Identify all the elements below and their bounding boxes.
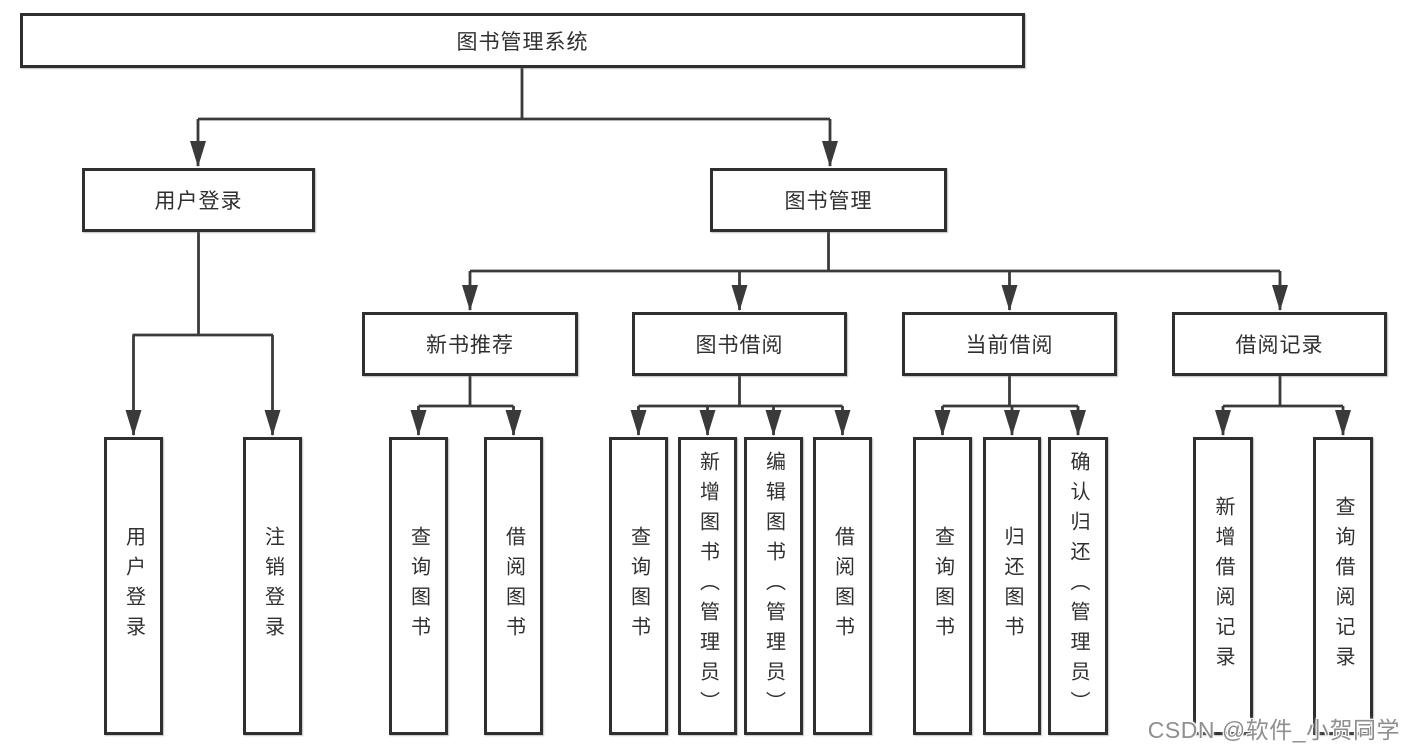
- leaf-nbr-query-books: 查询图书: [389, 437, 448, 735]
- node-book-borrowing: 图书借阅: [632, 312, 847, 376]
- leaf-br-query-borrow-record-label: 查询借阅记录: [1332, 496, 1354, 676]
- csdn-watermark: CSDN @软件_小贺同学: [1147, 717, 1400, 743]
- node-book-management-label: 图书管理: [784, 190, 873, 213]
- node-user-login-label: 用户登录: [154, 190, 243, 213]
- leaf-bb-edit-book-admin: 编辑图书（管理员）: [744, 437, 803, 735]
- leaf-user-login: 用户登录: [104, 437, 163, 735]
- leaf-bb-query-books-label: 查询图书: [627, 526, 650, 646]
- leaf-bb-add-book-admin: 新增图书（管理员）: [678, 437, 737, 735]
- leaf-bb-borrow-books: 借阅图书: [813, 437, 872, 735]
- node-book-management: 图书管理: [710, 168, 947, 232]
- leaf-br-add-borrow-record: 新增借阅记录: [1193, 437, 1253, 735]
- leaf-bb-edit-book-admin-label: 编辑图书（管理员）: [762, 451, 785, 721]
- leaf-bb-borrow-books-label: 借阅图书: [831, 526, 854, 646]
- leaf-br-query-borrow-record: 查询借阅记录: [1313, 437, 1373, 735]
- leaf-nbr-query-books-label: 查询图书: [407, 526, 430, 646]
- leaf-nbr-borrow-books-label: 借阅图书: [502, 526, 525, 646]
- leaf-user-login-label: 用户登录: [122, 526, 145, 646]
- leaf-cb-confirm-return-admin-label: 确认归还（管理员）: [1067, 451, 1089, 721]
- leaf-bb-add-book-admin-label: 新增图书（管理员）: [696, 451, 719, 721]
- leaf-bb-query-books: 查询图书: [609, 437, 668, 735]
- node-borrowing-records: 借阅记录: [1172, 312, 1387, 376]
- node-new-book-recommendation-label: 新书推荐: [426, 334, 514, 357]
- leaf-nbr-borrow-books: 借阅图书: [484, 437, 543, 735]
- leaf-logout: 注销登录: [243, 437, 302, 735]
- leaf-cb-query-books-label: 查询图书: [931, 526, 954, 646]
- node-borrowing-records-label: 借阅记录: [1235, 334, 1324, 357]
- node-library-management-system-label: 图书管理系统: [456, 30, 589, 54]
- node-library-management-system: 图书管理系统: [20, 13, 1025, 68]
- node-book-borrowing-label: 图书借阅: [695, 334, 784, 357]
- node-user-login: 用户登录: [82, 168, 315, 232]
- leaf-cb-query-books: 查询图书: [913, 437, 972, 735]
- leaf-cb-return-books-label: 归还图书: [1001, 526, 1023, 646]
- leaf-br-add-borrow-record-label: 新增借阅记录: [1212, 496, 1234, 676]
- leaf-cb-return-books: 归还图书: [983, 437, 1041, 735]
- node-current-borrowing: 当前借阅: [902, 312, 1117, 376]
- leaf-cb-confirm-return-admin: 确认归还（管理员）: [1048, 437, 1108, 735]
- leaf-logout-label: 注销登录: [261, 526, 284, 646]
- node-current-borrowing-label: 当前借阅: [965, 334, 1054, 357]
- node-new-book-recommendation: 新书推荐: [362, 312, 578, 376]
